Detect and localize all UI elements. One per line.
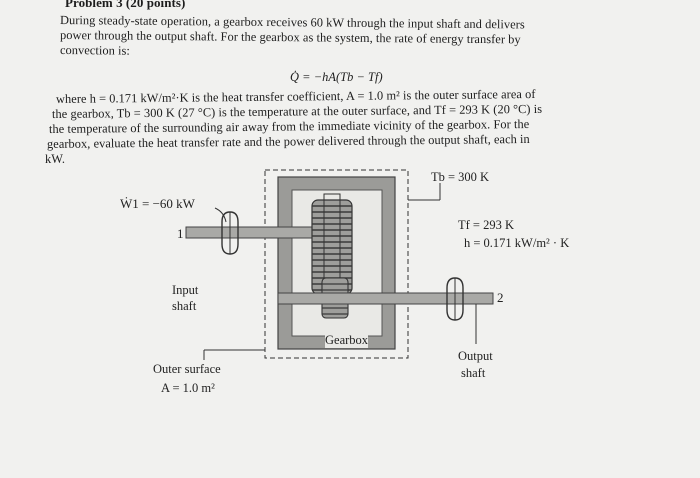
- input-power-label: Ẇ1 = −60 kW: [120, 196, 195, 211]
- input-shaft-index: 1: [177, 226, 184, 241]
- gearbox-label: Gearbox: [325, 333, 369, 348]
- heat-transfer-coefficient-label: h = 0.171 kW/m² · K: [464, 236, 570, 250]
- output-shaft-label-1: Output: [458, 349, 493, 363]
- input-shaft-label-2: shaft: [172, 299, 197, 313]
- air-temperature-label: Tf = 293 K: [458, 218, 514, 232]
- output-shaft: [277, 292, 494, 305]
- output-shaft-index: 2: [497, 290, 504, 305]
- surface-temperature-label: Tb = 300 K: [431, 170, 490, 184]
- body-line-5: kW.: [45, 152, 65, 166]
- surface-area-label: A = 1.0 m²: [161, 381, 215, 395]
- input-gear: [311, 193, 353, 301]
- input-shaft: [185, 226, 327, 239]
- outer-surface-label: Outer surface: [153, 362, 221, 376]
- outer-surface-boundary: [264, 169, 409, 359]
- input-shaft-label-1: Input: [172, 283, 199, 297]
- output-coupling: [446, 277, 464, 321]
- problem-title: Problem 3 (20 points): [65, 0, 186, 10]
- input-coupling: [221, 211, 239, 255]
- convection-equation: Q̇ = −hA(Tb − Tf): [290, 70, 383, 84]
- output-shaft-label-2: shaft: [461, 366, 486, 380]
